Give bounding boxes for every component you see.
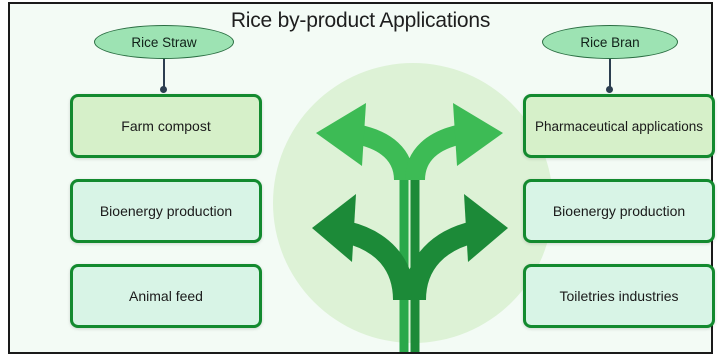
left-connector-dot — [160, 86, 167, 93]
right-card-1: Pharmaceutical applications — [523, 94, 715, 158]
right-card-2: Bioenergy production — [523, 179, 715, 243]
right-connector — [609, 59, 611, 89]
left-card-3: Animal feed — [70, 264, 262, 328]
page-title: Rice by-product Applications — [230, 9, 491, 32]
right-card-3: Toiletries industries — [523, 264, 715, 328]
left-card-1: Farm compost — [70, 94, 262, 158]
category-rice-bran: Rice Bran — [542, 25, 678, 59]
left-card-2: Bioenergy production — [70, 179, 262, 243]
right-connector-dot — [606, 86, 613, 93]
left-connector — [163, 59, 165, 89]
branching-arrows-icon — [312, 103, 508, 352]
category-rice-straw: Rice Straw — [94, 25, 234, 59]
